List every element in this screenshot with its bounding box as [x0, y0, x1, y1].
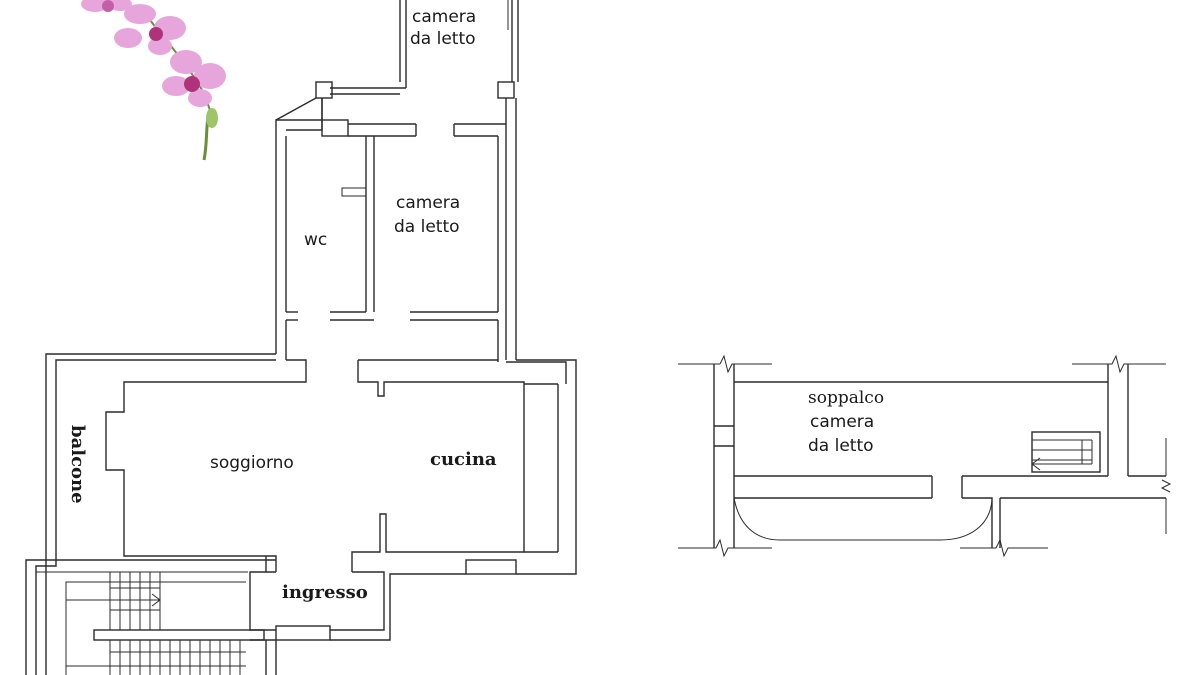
room-label-bedroom-mid-1: camera	[396, 193, 460, 213]
room-label-bedroom-top-2: da letto	[410, 29, 476, 49]
room-label-wc: wc	[304, 230, 327, 250]
main-floor-walls	[25, 0, 577, 675]
room-label-bedroom-mid-2: da letto	[394, 217, 460, 237]
orchid-decoration-icon	[81, 0, 226, 161]
room-label-entrance: ingresso	[282, 582, 368, 603]
mezzanine-walls	[678, 354, 1172, 558]
mezzanine-label-1: soppalco	[808, 388, 884, 408]
room-label-balcony: balcone	[67, 425, 88, 504]
room-label-kitchen: cucina	[430, 449, 497, 470]
room-label-bedroom-top-1: camera	[412, 7, 476, 27]
room-label-living: soggiorno	[210, 453, 294, 473]
mezzanine-label-2: camera	[810, 412, 874, 432]
mezzanine-label-3: da letto	[808, 436, 874, 456]
